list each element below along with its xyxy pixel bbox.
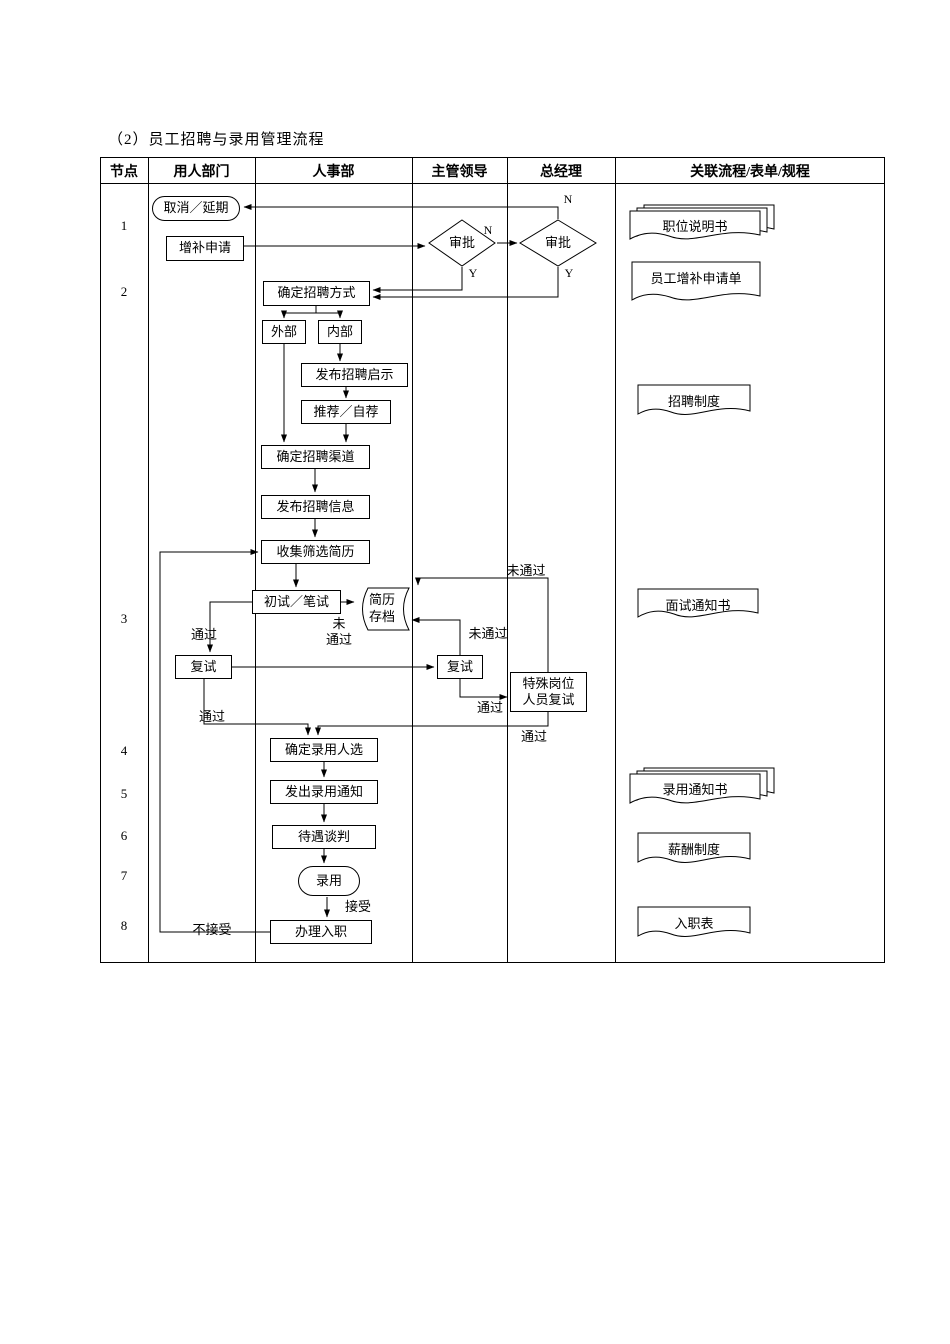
flow-arrows (159, 204, 559, 933)
supplement-form-doc (631, 261, 761, 301)
special-recheck-line2: 人员复试 (522, 692, 575, 707)
reject-label: 不接受 (192, 922, 232, 937)
first-interview-step: 初试／笔试 (252, 590, 341, 614)
resume-archive-line2: 存档 (368, 609, 395, 624)
recruit-policy-label: 招聘制度 (667, 394, 720, 409)
job-description-label: 职位说明书 (662, 219, 728, 234)
arrow-deptrecheck-pass-confirm (203, 679, 311, 736)
approve-gm-label: 审批 (544, 234, 571, 250)
branch-label-y2: Y (564, 266, 574, 280)
node-number-4: 4 (120, 743, 128, 758)
interview-notice-label: 面试通知书 (665, 598, 731, 613)
publish-notice-step: 发布招聘启示 (301, 363, 408, 387)
arrow-approve2-yes (372, 267, 559, 300)
header-gm: 总经理 (540, 165, 582, 180)
arrow-firsttest-pass-deptrecheck (207, 601, 252, 653)
header-node: 节点 (110, 165, 138, 180)
header-hr: 人事部 (312, 165, 355, 180)
decision-shapes (362, 219, 597, 631)
onboard-form-doc (637, 906, 751, 937)
supplement-form-label: 员工增补申请单 (650, 271, 742, 286)
document-shapes (629, 204, 775, 937)
decide-method-step: 确定招聘方式 (263, 281, 370, 306)
onboard-form-label: 入职表 (674, 916, 714, 931)
node-number-6: 6 (120, 828, 128, 843)
hire-terminator: 录用 (298, 866, 360, 896)
arrow-suprecheck-pass-special (459, 679, 508, 700)
pass-label-special: 通过 (520, 729, 547, 744)
salary-policy-doc (637, 832, 751, 863)
confirm-hire-step: 确定录用人选 (270, 738, 378, 762)
fail-label-special: 未通过 (506, 563, 546, 578)
fail-label-suprecheck: 未通过 (468, 626, 508, 641)
pass-label-deptrecheck: 通过 (198, 709, 225, 724)
page-title: （2）员工招聘与录用管理流程 (108, 132, 325, 148)
interview-notice-doc (637, 588, 759, 618)
recruit-policy-doc (637, 384, 751, 415)
resume-archive-shape (362, 587, 410, 631)
header-supervisor: 主管领导 (431, 165, 488, 180)
accept-label: 接受 (344, 899, 371, 914)
connector-method-split (284, 306, 340, 314)
pass-label-firsttest: 通过 (190, 627, 217, 642)
resume-archive-line1: 简历 (368, 592, 395, 608)
branch-label-n2: N (563, 192, 573, 206)
offer-letter-label: 录用通知书 (662, 782, 728, 797)
offer-letter-doc (629, 773, 761, 804)
node-number-5: 5 (120, 786, 128, 801)
fail-label-firsttest-line1: 未 (332, 616, 346, 631)
decide-channel-step: 确定招聘渠道 (261, 445, 370, 469)
arrow-special-pass-confirm (315, 712, 549, 736)
arrow-reject-back-to-collect (159, 549, 270, 933)
node-number-1: 1 (120, 218, 128, 233)
salary-policy-label: 薪酬制度 (667, 842, 720, 857)
arrow-approve1-yes (372, 267, 463, 293)
resume-archive-label: 简历 存档 (360, 590, 404, 628)
arrow-approve2-to-cancel (243, 204, 559, 219)
fail-label-firsttest: 未 通过 (318, 616, 360, 647)
recheck-dept-step: 复试 (175, 655, 232, 679)
job-description-doc (629, 210, 761, 240)
node-number-3: 3 (120, 611, 128, 626)
internal-option: 内部 (318, 320, 362, 344)
branch-label-n1: N (483, 223, 493, 237)
arrow-special-fail-archive (415, 577, 549, 672)
special-position-recheck-step: 特殊岗位 人员复试 (510, 672, 587, 712)
node-number-8: 8 (120, 918, 128, 933)
approve-supervisor-diamond (428, 219, 496, 267)
collect-resumes-step: 收集筛选简历 (261, 540, 370, 564)
external-option: 外部 (262, 320, 306, 344)
header-reference: 关联流程/表单/规程 (690, 165, 810, 180)
publish-info-step: 发布招聘信息 (261, 495, 370, 519)
onboard-step: 办理入职 (270, 920, 372, 944)
cancel-delay-terminator: 取消／延期 (152, 196, 240, 221)
node-number-2: 2 (120, 284, 128, 299)
recheck-supervisor-step: 复试 (437, 655, 483, 679)
pass-label-suprecheck: 通过 (476, 700, 503, 715)
node-number-7: 7 (120, 868, 128, 883)
header-dept: 用人部门 (173, 165, 230, 180)
send-offer-step: 发出录用通知 (270, 780, 378, 804)
fail-label-firsttest-line2: 通过 (325, 631, 352, 647)
approve-gm-diamond (519, 219, 597, 267)
negotiate-step: 待遇谈判 (272, 825, 376, 849)
swimlane-grid (100, 157, 885, 963)
special-recheck-line1: 特殊岗位 (522, 675, 575, 691)
approve-supervisor-label: 审批 (448, 234, 475, 250)
supplement-request-step: 增补申请 (166, 236, 244, 261)
recommend-step: 推荐／自荐 (301, 400, 391, 424)
branch-label-y1: Y (468, 266, 478, 280)
arrow-suprecheck-fail-archive (411, 617, 461, 655)
